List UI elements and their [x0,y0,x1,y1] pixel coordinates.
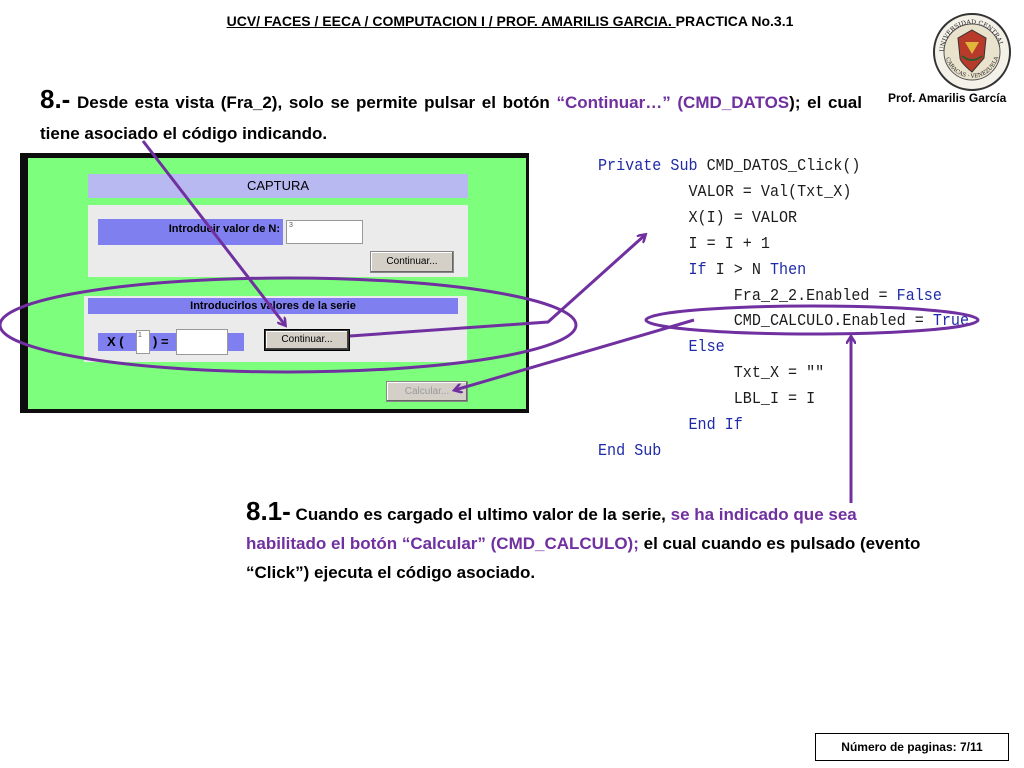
step-8-1-text-a: Cuando es cargado el ultimo valor de la … [290,505,671,524]
code-line: CMD_CALCULO.Enabled = True [598,308,969,334]
x-value-input[interactable] [176,329,228,355]
university-seal-icon: UNIVERSIDAD CENTRAL CARACAS · VENEZUELA [933,13,1011,91]
step-8-text-a: Desde esta vista (Fra_2), solo se permit… [70,93,557,112]
code-text: X(I) = VALOR [688,207,798,227]
step-8-paragraph: 8.- Desde esta vista (Fra_2), solo se pe… [40,84,862,149]
code-text: LBL_I = I [733,389,816,409]
page-counter: Número de paginas: 7/11 [815,733,1009,761]
code-line: Fra_2_2.Enabled = False [598,283,969,309]
n-label: Introducir valor de N: [98,219,283,245]
step-8-1-highlight: se ha indicado que sea habilitado el bot… [246,505,857,553]
x-equals-label: ) = [153,334,169,349]
code-line: Else [598,334,969,360]
step-8-1-text-b: el cual cuando es pulsado (evento “Click… [246,534,921,582]
code-text: I = I + 1 [688,233,770,253]
code-line: Txt_X = "" [598,360,969,386]
code-line: LBL_I = I [598,386,969,412]
code-text: Fra_2_2.Enabled = [733,285,897,305]
code-line: If I > N Then [598,257,969,283]
header-practica: PRACTICA No.3.1 [675,13,794,29]
code-line: End Sub [598,438,969,464]
code-text: CMD_CALCULO.Enabled = [733,311,933,331]
code-keyword: Then [769,259,807,279]
form-title: CAPTURA [88,174,468,198]
step-8-1-number: 8.1- [246,496,291,526]
x-label: X ( [107,334,124,349]
x-index-field: 1 [136,330,150,354]
code-line: X(I) = VALOR [598,205,969,231]
author-name: Prof. Amarilis García [888,91,1007,105]
code-keyword: If [688,259,716,279]
code-keyword: End Sub [598,440,662,460]
code-keyword: True [932,311,970,331]
code-keyword: Else [688,337,725,357]
code-keyword: Private Sub [598,156,707,175]
step-8-highlight: “Continuar…” (CMD_DATOS [556,93,790,112]
code-text: VALOR = Val(Txt_X) [688,181,852,201]
serie-label: Introducirlos valores de la serie [88,298,458,314]
code-line: I = I + 1 [598,231,969,257]
code-keyword: False [896,285,942,305]
code-line: End If [598,412,969,438]
code-text: Txt_X = "" [733,363,825,383]
code-listing: Private Sub CMD_DATOS_Click() VALOR = Va… [598,153,969,464]
code-text: CMD_DATOS_Click() [706,156,861,175]
code-keyword: End If [688,415,743,435]
n-input[interactable]: 3 [286,220,363,244]
code-text: I > N [715,259,770,279]
step-8-1-paragraph: 8.1- Cuando es cargado el ultimo valor d… [246,497,926,587]
calcular-button[interactable]: Calcular... [386,381,468,402]
page-header: UCV/ FACES / EECA / COMPUTACION I / PROF… [180,13,840,29]
continuar-n-button[interactable]: Continuar... [370,251,454,273]
header-breadcrumb: UCV/ FACES / EECA / COMPUTACION I / PROF… [226,13,676,29]
step-8-text-b: ); el cual tiene asociado el código indi… [40,93,862,143]
code-line: Private Sub CMD_DATOS_Click() [598,153,969,179]
step-8-number: 8.- [40,84,71,114]
continuar-datos-button[interactable]: Continuar... [265,330,349,350]
code-line: VALOR = Val(Txt_X) [598,179,969,205]
